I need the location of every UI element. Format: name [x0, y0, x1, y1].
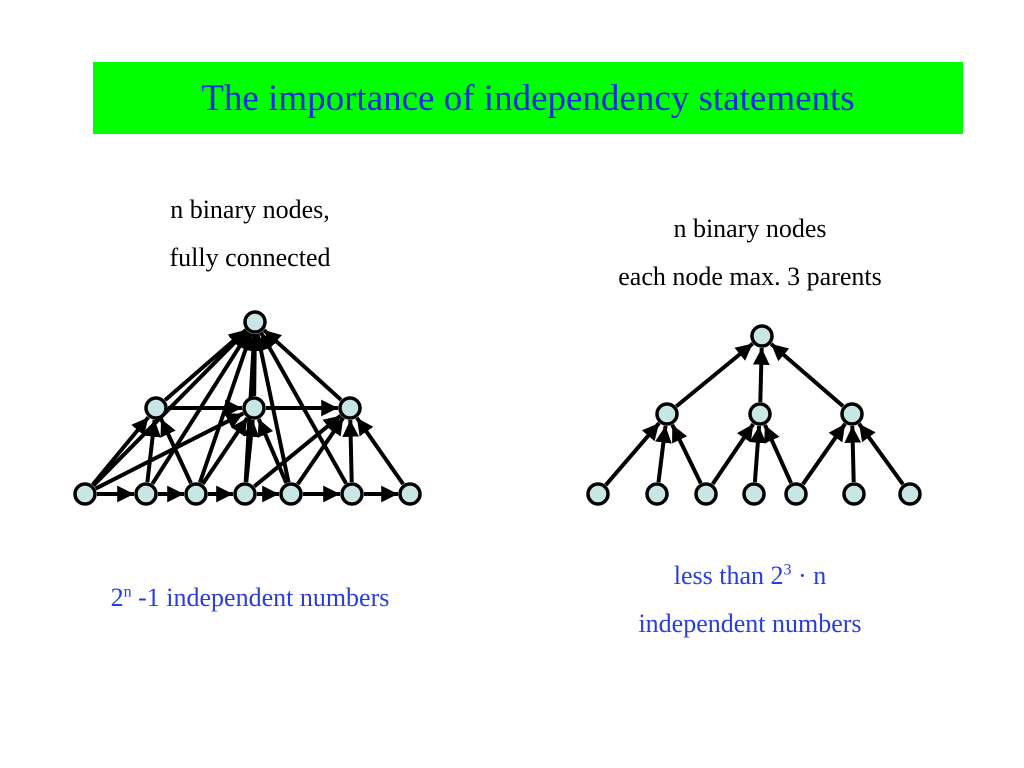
left-edge — [253, 414, 342, 488]
right-edge — [763, 424, 793, 484]
right-node-b3 — [694, 482, 718, 506]
left-edge — [91, 415, 150, 487]
right-caption: n binary nodes each node max. 3 parents — [560, 205, 940, 301]
right-caption-line2: each node max. 3 parents — [618, 262, 882, 291]
right-node-b7 — [898, 482, 922, 506]
left-edge — [296, 416, 345, 486]
left-node-b7 — [398, 482, 422, 506]
left-node-b4 — [233, 482, 257, 506]
left-edge — [242, 419, 260, 483]
right-result: less than 23 · n independent numbers — [570, 552, 930, 648]
left-edge — [262, 328, 343, 402]
right-edge — [670, 423, 703, 485]
left-node-m2 — [242, 396, 266, 420]
left-edge — [159, 418, 193, 484]
right-edge — [844, 425, 862, 483]
left-node-b5 — [279, 482, 303, 506]
left-caption-line2: fully connected — [169, 243, 331, 272]
right-result-line2: independent numbers — [638, 609, 862, 638]
left-caption-line1: n binary nodes, — [170, 195, 330, 224]
right-node-top — [750, 324, 774, 348]
right-node-b4 — [742, 482, 766, 506]
left-edge — [355, 416, 405, 486]
left-edge — [94, 411, 245, 491]
right-node-m3 — [840, 402, 864, 426]
right-node-m2 — [748, 402, 772, 426]
right-edge — [857, 422, 905, 486]
left-caption: n binary nodes, fully connected — [100, 186, 400, 282]
right-result-line1: less than 23 · n — [570, 552, 930, 600]
left-edge — [256, 418, 289, 484]
right-edge — [752, 347, 770, 403]
right-result-post: · n — [791, 561, 827, 590]
right-node-b6 — [842, 482, 866, 506]
right-node-m1 — [655, 402, 679, 426]
left-result-base: 2 — [110, 583, 124, 612]
right-caption-line1: n binary nodes — [673, 214, 827, 243]
slide-title: The importance of independency statement… — [201, 77, 855, 119]
right-result-pre: less than 2 — [673, 561, 784, 590]
left-edge — [201, 416, 249, 486]
left-result: 2n -1 independent numbers — [40, 583, 460, 613]
right-edge — [655, 425, 672, 483]
right-node-b5 — [784, 482, 808, 506]
left-node-m1 — [144, 396, 168, 420]
right-edge — [711, 422, 755, 486]
left-node-m3 — [338, 396, 362, 420]
left-node-b6 — [340, 482, 364, 506]
left-node-b1 — [73, 482, 97, 506]
right-edge — [749, 425, 767, 483]
left-result-text: -1 independent numbers — [131, 583, 390, 612]
right-result-exponent: 3 — [783, 561, 792, 579]
left-node-b3 — [184, 482, 208, 506]
right-edge — [801, 422, 847, 486]
left-edge — [144, 419, 162, 483]
right-edge — [675, 342, 754, 408]
right-node-b2 — [645, 482, 669, 506]
left-node-top — [243, 310, 267, 334]
title-banner: The importance of independency statement… — [93, 62, 963, 134]
left-edge — [342, 419, 360, 483]
left-node-b2 — [134, 482, 158, 506]
right-edge — [604, 421, 661, 487]
right-edge — [769, 342, 845, 408]
right-node-b1 — [586, 482, 610, 506]
left-result-exponent: n — [123, 583, 132, 601]
